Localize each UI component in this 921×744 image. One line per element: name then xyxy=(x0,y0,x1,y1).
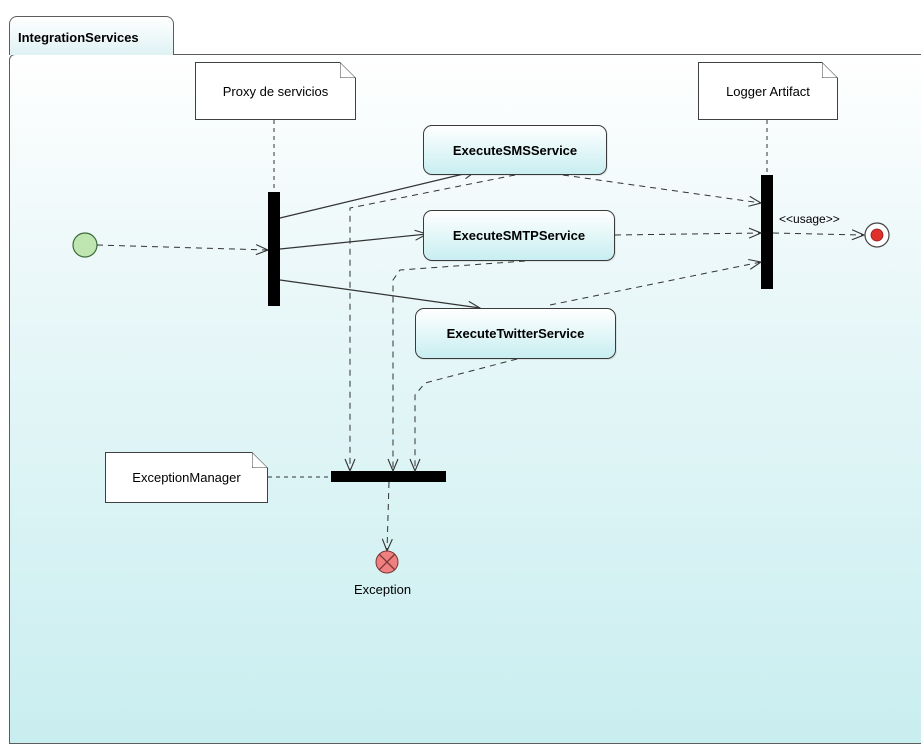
usage-flow xyxy=(772,233,864,235)
logger-note[interactable]: Logger Artifact xyxy=(698,62,838,120)
exception-manager-note-label: ExceptionManager xyxy=(132,470,241,485)
note-fold-icon xyxy=(340,62,356,78)
note-fold-icon xyxy=(822,62,838,78)
sms-to-logger-flow xyxy=(562,174,761,203)
sms-to-exception-flow xyxy=(350,174,516,471)
fork-to-twitter-flow xyxy=(279,279,480,308)
proxy-note-label: Proxy de servicios xyxy=(222,83,329,99)
execute-twitter-service-action[interactable]: ExecuteTwitterService xyxy=(415,308,616,359)
usage-label: <<usage>> xyxy=(779,212,840,226)
proxy-note[interactable]: Proxy de servicios xyxy=(195,62,356,120)
smtp-to-exception-flow xyxy=(393,260,526,471)
exception-label: Exception xyxy=(354,582,412,597)
execute-twitter-service-label: ExecuteTwitterService xyxy=(446,326,585,341)
smtp-to-logger-flow xyxy=(614,233,761,235)
package-tab[interactable]: IntegrationServices xyxy=(9,16,174,55)
execute-smtp-service-action[interactable]: ExecuteSMTPService xyxy=(423,210,615,261)
proxy-fork-bar[interactable] xyxy=(268,192,280,306)
execute-sms-service-label: ExecuteSMSService xyxy=(452,142,578,158)
twitter-to-exception-flow xyxy=(415,358,518,471)
fork-to-sms-flow xyxy=(279,171,476,219)
initial-node[interactable] xyxy=(72,232,98,258)
exception-join-bar[interactable] xyxy=(331,471,446,482)
logger-note-label: Logger Artifact xyxy=(726,83,810,99)
execute-smtp-service-label: ExecuteSMTPService xyxy=(452,228,586,243)
logger-join-bar[interactable] xyxy=(761,175,773,289)
join-to-exception-flow xyxy=(387,481,389,551)
final-node-center xyxy=(870,228,884,242)
execute-sms-service-action[interactable]: ExecuteSMSService xyxy=(423,125,607,175)
exception-node[interactable] xyxy=(375,550,399,574)
note-fold-icon xyxy=(252,452,268,468)
diagram-canvas xyxy=(72,120,890,574)
twitter-to-logger-flow xyxy=(549,262,761,306)
initial-flow xyxy=(96,245,268,250)
exception-manager-note[interactable]: ExceptionManager xyxy=(105,452,268,503)
fork-to-smtp-flow xyxy=(279,234,427,250)
